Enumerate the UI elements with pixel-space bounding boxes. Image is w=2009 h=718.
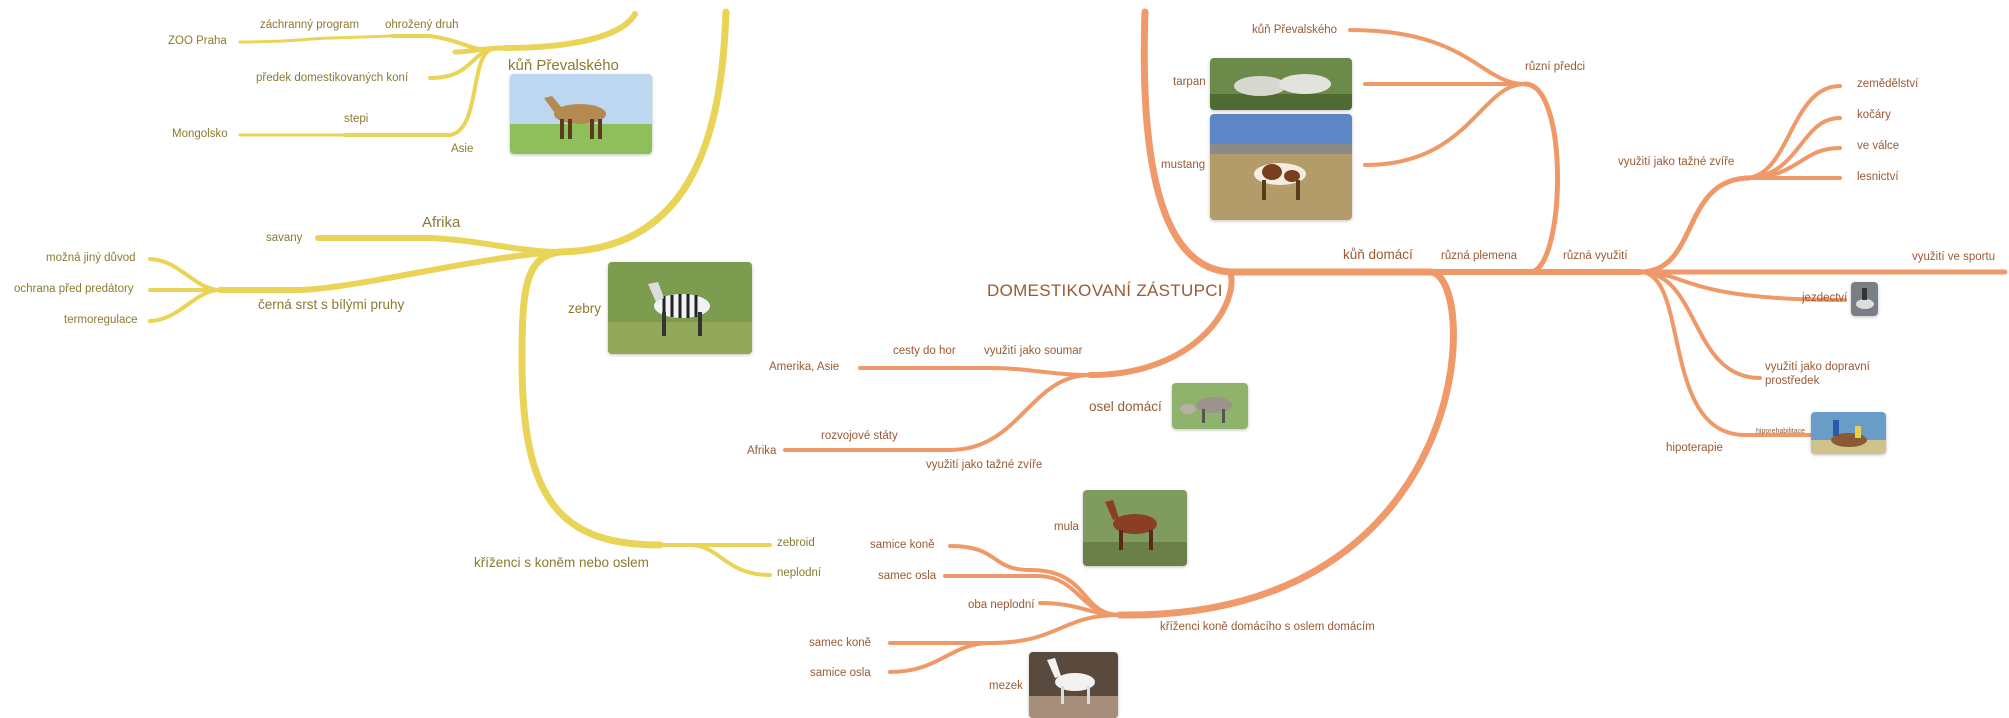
tarpan-photo[interactable] [1210, 58, 1352, 110]
node-kun-prevalskeho-yellow[interactable]: kůň Převalského [508, 57, 619, 74]
node-amerika-asie[interactable]: Amerika, Asie [769, 361, 840, 373]
node-tarpan[interactable]: tarpan [1173, 76, 1206, 88]
node-kocary[interactable]: kočáry [1857, 109, 1891, 121]
node-afrika-yellow[interactable]: Afrika [422, 214, 461, 231]
node-krizenci-yellow[interactable]: kříženci s koněm nebo oslem [474, 555, 649, 570]
node-lesnictvi[interactable]: lesnictví [1857, 171, 1899, 183]
riding-photo[interactable] [1851, 282, 1878, 316]
node-zebry[interactable]: zebry [568, 301, 602, 316]
node-neplodni[interactable]: neplodní [777, 567, 822, 579]
node-kun-domaci[interactable]: kůň domácí [1343, 247, 1413, 262]
donkey-photo[interactable] [1172, 383, 1248, 429]
node-mozna-jiny-duvod[interactable]: možná jiný důvod [46, 252, 136, 264]
node-mula[interactable]: mula [1054, 521, 1079, 533]
node-vyuziti-tazne[interactable]: využití jako tažné zvíře [1618, 156, 1735, 168]
node-stepi[interactable]: stepi [344, 113, 369, 125]
node-krizenci-kone[interactable]: kříženci koně domácího s oslem domácím [1160, 621, 1375, 633]
hinny-photo[interactable] [1029, 652, 1118, 718]
node-rozvojove-staty[interactable]: rozvojové státy [821, 430, 898, 442]
node-cesty-do-hor[interactable]: cesty do hor [893, 345, 956, 357]
node-vyuziti-soumar[interactable]: využití jako soumar [984, 345, 1083, 357]
node-hiporehabilitace-caption: hiporehabilitace [1756, 428, 1806, 435]
node-ruzna-vyuziti[interactable]: různá využití [1563, 250, 1628, 262]
node-mustang[interactable]: mustang [1161, 159, 1206, 171]
node-root-domestikovani[interactable]: DOMESTIKOVANÍ ZÁSTUPCI [987, 281, 1223, 300]
node-zachranny-program[interactable]: záchranný program [260, 19, 360, 31]
node-ruzna-plemena[interactable]: různá plemena [1441, 250, 1518, 262]
mustang-photo[interactable] [1210, 114, 1352, 220]
node-samice-osla[interactable]: samice osla [810, 667, 871, 679]
node-cerna-srst[interactable]: černá srst s bílými pruhy [258, 297, 405, 312]
node-samec-osla[interactable]: samec osla [878, 570, 937, 582]
przewalski-horse-photo[interactable] [510, 74, 652, 154]
zebra-photo[interactable] [608, 262, 752, 354]
node-osel-domaci[interactable]: osel domácí [1089, 399, 1162, 414]
node-ve-valce[interactable]: ve válce [1857, 140, 1900, 152]
node-vyuziti-tazne-osel[interactable]: využití jako tažné zvíře [926, 459, 1043, 471]
node-ohrozeny-druh[interactable]: ohrožený druh [385, 19, 459, 31]
node-samec-kone[interactable]: samec koně [809, 637, 872, 649]
node-dopravni[interactable]: využití jako dopravní prostředek [1765, 361, 1870, 387]
node-jezdectvi[interactable]: jezdectví [1802, 292, 1848, 304]
node-zoo-praha[interactable]: ZOO Praha [168, 35, 227, 47]
node-hipoterapie[interactable]: hipoterapie [1666, 442, 1723, 454]
node-termoregulace[interactable]: termoregulace [64, 314, 138, 326]
node-ochrana[interactable]: ochrana před predátory [14, 283, 134, 295]
orange-branch-lines [783, 8, 2008, 674]
node-samice-kone[interactable]: samice koně [870, 539, 935, 551]
node-predek[interactable]: předek domestikovaných koní [256, 72, 409, 84]
node-ruzni-predci[interactable]: různí předci [1525, 61, 1586, 73]
node-savany[interactable]: savany [266, 232, 303, 244]
node-afrika-orange[interactable]: Afrika [747, 445, 777, 457]
yellow-branch-lines [148, 8, 772, 577]
node-mongolsko[interactable]: Mongolsko [172, 128, 228, 140]
hippotherapy-photo[interactable] [1811, 412, 1886, 454]
mule-photo[interactable] [1083, 490, 1187, 566]
node-zebroid[interactable]: zebroid [777, 537, 815, 549]
node-asie[interactable]: Asie [451, 143, 474, 155]
node-zemedelstvi[interactable]: zemědělství [1857, 78, 1919, 90]
node-mezek[interactable]: mezek [989, 680, 1023, 692]
node-vyuziti-sport[interactable]: využití ve sportu [1912, 251, 1996, 263]
node-oba-neplodni[interactable]: oba neplodní [968, 599, 1035, 611]
node-kun-prevalskeho-orange[interactable]: kůň Převalského [1252, 24, 1338, 36]
